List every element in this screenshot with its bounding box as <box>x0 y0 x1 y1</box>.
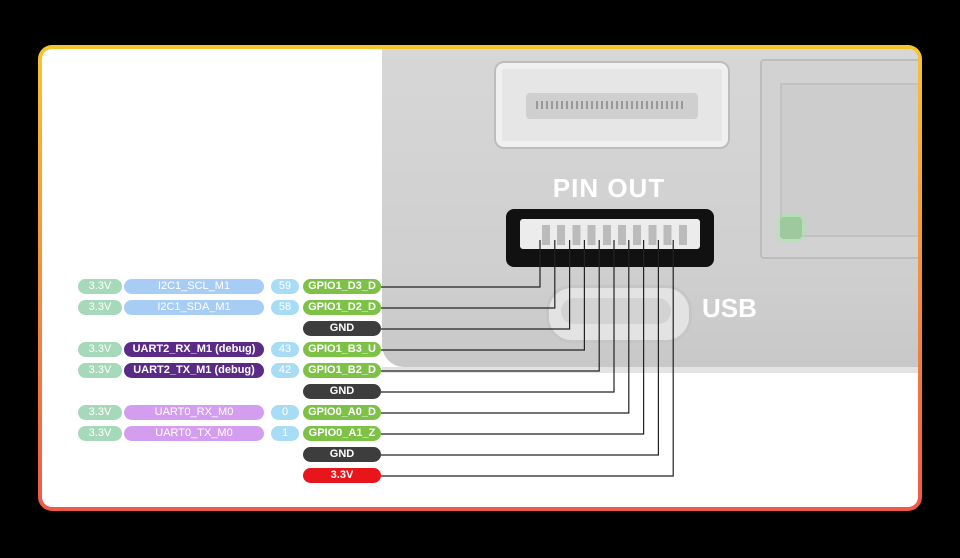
pin-wire <box>381 240 571 330</box>
pin-connector <box>506 209 714 267</box>
pin-number-tag: 0 <box>271 405 299 420</box>
voltage-tag: 3.3V <box>78 405 122 420</box>
voltage-tag: 3.3V <box>78 363 122 378</box>
pin-number-tag: 42 <box>271 363 299 378</box>
pin-wire <box>381 240 645 435</box>
pin-number-tag: 59 <box>271 279 299 294</box>
diagram-frame: PIN OUT USB <box>38 45 922 511</box>
usb-label: USB <box>702 293 757 323</box>
pin-wire <box>381 240 630 414</box>
function-tag: I2C1_SDA_M1 <box>124 300 264 315</box>
voltage-tag: 3.3V <box>78 300 122 315</box>
voltage-tag: 3.3V <box>78 426 122 441</box>
pin-label: GPIO1_D3_D <box>303 279 381 294</box>
voltage-tag: 3.3V <box>78 342 122 357</box>
device-edge <box>382 367 918 373</box>
diagram-canvas: PIN OUT USB <box>42 49 918 507</box>
function-tag: I2C1_SCL_M1 <box>124 279 264 294</box>
ethernet-led <box>780 217 802 239</box>
pin-number-tag: 1 <box>271 426 299 441</box>
pin-label: GPIO1_B3_U <box>303 342 381 357</box>
pin-label: GND <box>303 321 381 336</box>
pin-label: GPIO1_D2_D <box>303 300 381 315</box>
pin-number-tag: 58 <box>271 300 299 315</box>
pin-wire <box>381 240 541 288</box>
pin-wire <box>381 240 585 351</box>
pin-wire <box>381 240 674 477</box>
function-tag: UART0_RX_M0 <box>124 405 264 420</box>
pinout-title: PIN OUT <box>552 173 666 203</box>
voltage-tag: 3.3V <box>78 279 122 294</box>
pin-label: 3.3V <box>303 468 381 483</box>
usb-port <box>546 285 692 343</box>
pin-label: GPIO0_A1_Z <box>303 426 381 441</box>
function-tag: UART2_RX_M1 (debug) <box>124 342 264 357</box>
pin-label: GND <box>303 447 381 462</box>
hdmi-port <box>494 61 730 149</box>
function-tag: UART2_TX_M1 (debug) <box>124 363 264 378</box>
pin-label: GPIO1_B2_D <box>303 363 381 378</box>
pin-wire <box>381 240 600 372</box>
pin-wire <box>381 240 615 393</box>
pin-number-tag: 43 <box>271 342 299 357</box>
ethernet-port <box>760 59 918 259</box>
pin-label: GPIO0_A0_D <box>303 405 381 420</box>
pin-label: GND <box>303 384 381 399</box>
pin-wire <box>381 240 556 309</box>
function-tag: UART0_TX_M0 <box>124 426 264 441</box>
pin-wire <box>381 240 659 456</box>
